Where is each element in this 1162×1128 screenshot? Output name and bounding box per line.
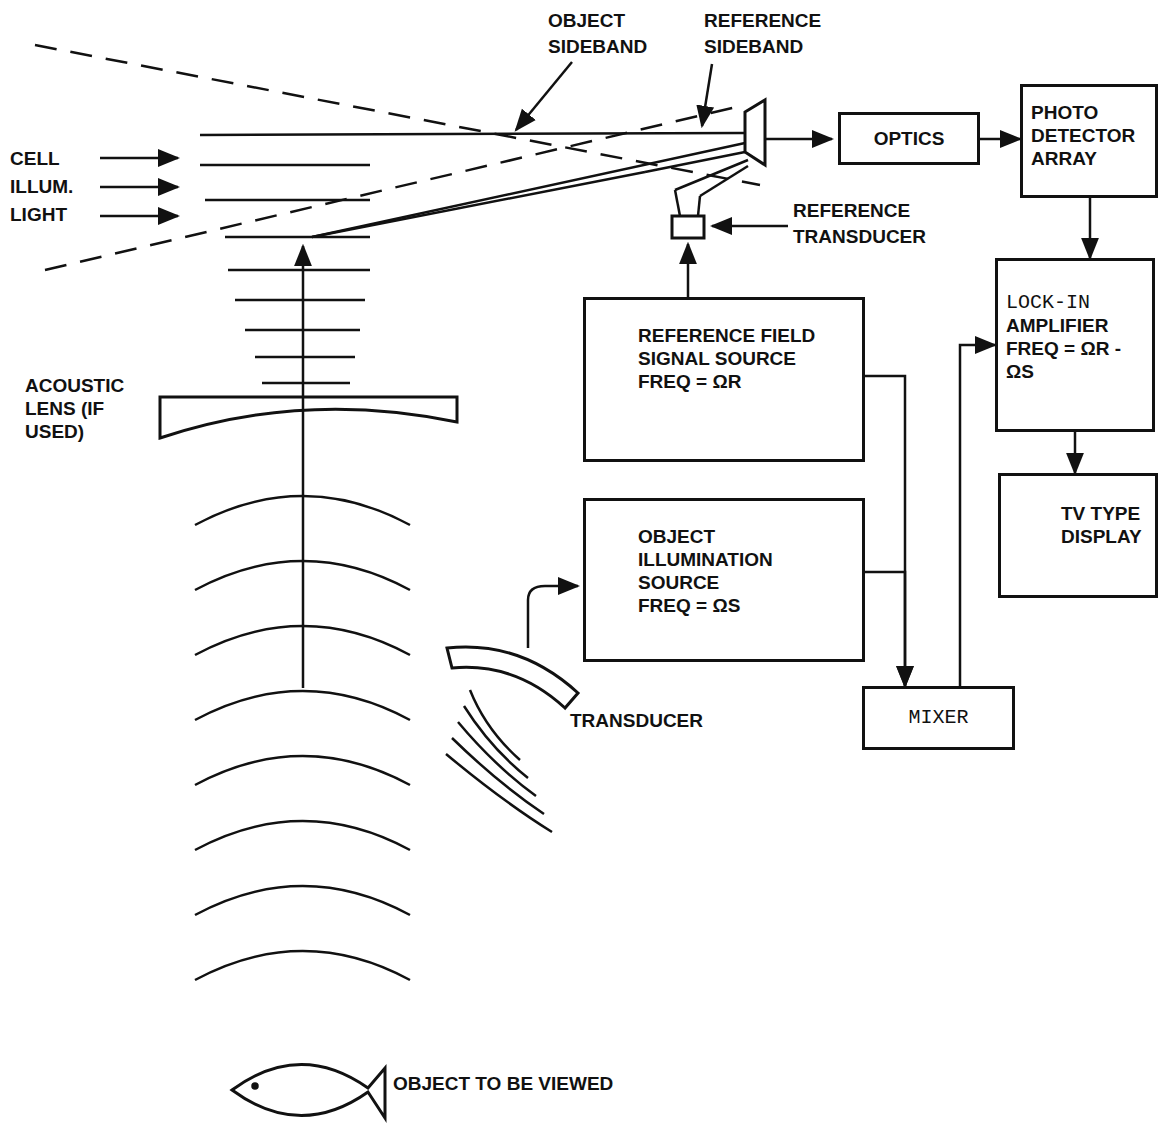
transducer-wavefront	[446, 754, 552, 832]
light-arrow	[100, 215, 178, 218]
detector-box: PHOTO DETECTOR ARRAY	[1020, 84, 1158, 198]
acoustic-axis	[302, 246, 305, 688]
reference-sideband-ray	[312, 143, 745, 237]
output-ray	[765, 138, 832, 141]
acoustic-wavefront	[195, 691, 410, 720]
signal-connector	[980, 138, 1020, 141]
light-wavefront	[235, 299, 365, 302]
signal-connector	[865, 572, 905, 686]
box-text: FREQ = ΩR	[638, 370, 842, 393]
box-text: FREQ = ΩS	[638, 594, 842, 617]
leader-line	[702, 64, 712, 126]
transducer-label: REFERENCE TRANSDUCER	[793, 198, 963, 250]
optical-cell	[745, 100, 765, 165]
amplifier-box: LOCK-INAMPLIFIER FREQ = ΩR - ΩS	[995, 258, 1155, 432]
light-arrow	[100, 186, 178, 189]
transducer-label: TRANSDUCER	[570, 708, 730, 734]
transducer-wire	[528, 586, 578, 648]
transducer-lead	[675, 190, 680, 216]
transducer-wavefront	[452, 738, 544, 814]
reference-transducer	[672, 216, 704, 238]
box-text: MIXER	[873, 706, 1004, 729]
display-box: TV TYPE DISPLAY	[998, 473, 1158, 598]
sideband-label: REFERENCE SIDEBAND	[704, 8, 834, 60]
box-text: OPTICS	[851, 127, 967, 150]
light-wavefront	[200, 164, 370, 167]
signal-connector	[1089, 198, 1092, 258]
light-label: CELL ILLUM. LIGHT	[10, 145, 96, 229]
fish-object	[232, 1064, 385, 1118]
acoustic-wavefront	[195, 886, 410, 915]
signal-connector	[960, 345, 995, 686]
acoustic-wavefront	[195, 561, 410, 590]
acoustic-wavefront	[195, 496, 410, 525]
box-text: AMPLIFIER FREQ = ΩR - ΩS	[1006, 314, 1144, 383]
light-wavefront	[245, 329, 360, 332]
acoustic-wavefront	[195, 626, 410, 655]
light-wavefront	[228, 269, 370, 272]
transducer-lead	[698, 196, 700, 216]
illumination-source-box: OBJECT ILLUMINATION SOURCEFREQ = ΩS	[583, 498, 865, 662]
box-text: PHOTO DETECTOR ARRAY	[1031, 101, 1147, 170]
transducer-lead	[700, 166, 748, 196]
transducer-wavefront	[458, 722, 536, 796]
light-wavefront	[205, 199, 370, 202]
object-sideband-ray	[200, 133, 745, 135]
reference-sideband-ray	[312, 172, 645, 237]
leader-line	[712, 225, 788, 228]
acoustic-wavefront	[195, 821, 410, 850]
leader-line	[516, 62, 572, 130]
sideband-label: OBJECT SIDEBAND	[548, 8, 678, 60]
light-wavefront	[255, 356, 355, 359]
box-text: OBJECT ILLUMINATION SOURCE	[638, 525, 842, 594]
object-label: OBJECT TO BE VIEWED	[393, 1071, 693, 1097]
mixer-box: MIXER	[862, 686, 1015, 750]
signal-connector	[865, 376, 905, 686]
optics-box: OPTICS	[838, 112, 980, 165]
acoustic-wavefront	[195, 951, 410, 980]
box-text: REFERENCE FIELD SIGNAL SOURCE	[638, 324, 842, 370]
transducer-lead	[675, 160, 748, 190]
acoustic-lens	[160, 397, 457, 438]
transducer	[447, 647, 578, 708]
transducer-wavefront	[464, 706, 528, 778]
signal-connector	[1074, 432, 1077, 473]
beam-edge	[45, 105, 745, 270]
fish-eye	[253, 1084, 258, 1089]
drive-wire	[687, 244, 690, 297]
light-arrow	[100, 157, 178, 160]
reference-sideband-ray	[645, 152, 745, 172]
reference-source-box: REFERENCE FIELD SIGNAL SOURCEFREQ = ΩR	[583, 297, 865, 462]
acoustic-wavefront	[195, 756, 410, 785]
box-text: TV TYPE DISPLAY	[1061, 502, 1143, 548]
lens-label: ACOUSTIC LENS (IF USED)	[25, 374, 149, 443]
light-wavefront	[262, 382, 350, 385]
box-text: LOCK-IN	[1006, 291, 1144, 314]
light-wavefront	[225, 236, 370, 239]
